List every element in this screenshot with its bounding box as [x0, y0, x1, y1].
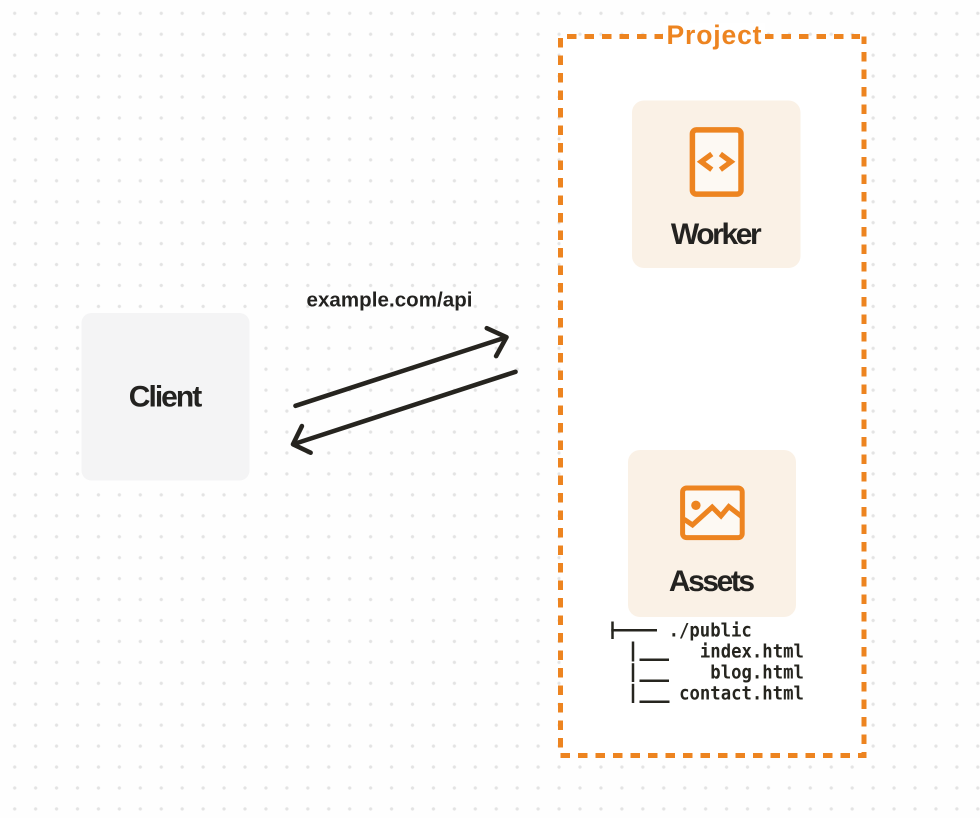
assets-label: Assets — [669, 565, 755, 598]
code-file-icon-right-chevron — [718, 151, 736, 172]
worker-node: Worker — [632, 100, 801, 268]
client-box — [81, 313, 250, 481]
assets-node: Assets — [628, 450, 796, 617]
tree-root-label: ./public — [669, 620, 752, 642]
response-arrow-group — [290, 369, 518, 455]
request-arrowhead — [484, 325, 509, 359]
tree-branch-lines — [611, 621, 670, 704]
project-label-backing — [663, 23, 765, 50]
file-tree: ./public index.html blog.html contact.ht… — [611, 620, 804, 705]
code-file-icon-frame — [689, 127, 744, 197]
worker-label: Worker — [671, 218, 762, 251]
code-file-icon-left-chevron — [696, 151, 714, 172]
client-label: Client — [129, 380, 203, 413]
image-icon — [680, 485, 745, 541]
response-arrowhead — [290, 423, 313, 455]
tree-file-label: index.html — [700, 641, 804, 663]
image-icon-frame — [680, 485, 745, 541]
request-arrow-shaft — [293, 335, 507, 409]
client-node: Client — [81, 313, 250, 481]
request-url-label: example.com/api — [307, 289, 473, 312]
image-icon-mountains — [682, 503, 745, 529]
response-arrow-shaft — [293, 369, 518, 446]
project-dashed-border — [558, 34, 867, 758]
tree-file-label: blog.html — [710, 662, 804, 684]
tree-file-label: contact.html — [679, 683, 804, 705]
image-icon-sun-dot — [691, 500, 701, 510]
project-label: Project — [667, 20, 762, 50]
code-file-icon — [689, 127, 744, 197]
request-arrow-group — [293, 325, 509, 409]
